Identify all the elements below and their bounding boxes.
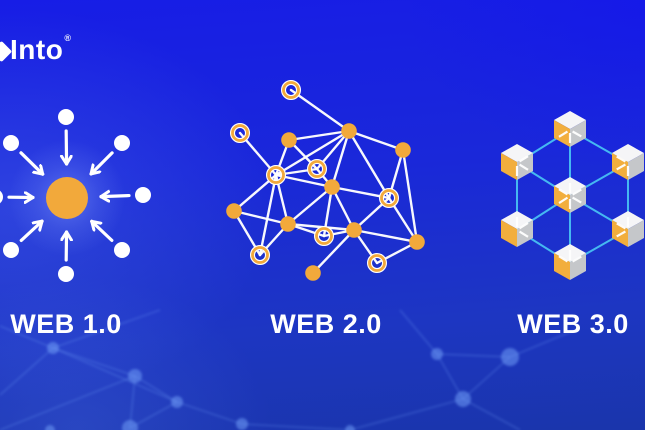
inward-arrow: [99, 196, 131, 197]
network-node-ring: [282, 81, 300, 99]
network-node-filled: [280, 216, 296, 232]
network-edge: [330, 129, 351, 189]
cube-connector-tick: [518, 222, 529, 230]
cube-connector-tick: [616, 222, 626, 230]
satellite-node: [114, 135, 130, 151]
web3-label: WEB 3.0: [517, 309, 629, 339]
network-edge: [232, 209, 290, 226]
cube-connector-tick: [558, 188, 569, 196]
plexus-dot: [128, 369, 142, 383]
network-node-ring: [267, 166, 285, 184]
network-edge: [289, 88, 351, 133]
plexus-dot: [45, 425, 55, 430]
cube-connector-tick: [572, 196, 582, 204]
network-edge: [287, 129, 351, 142]
plexus-dot: [122, 420, 138, 430]
satellite-node: [114, 242, 130, 258]
cube-connector-tick: [572, 130, 582, 138]
inward-arrow: [89, 151, 114, 176]
network-edge: [330, 185, 356, 232]
cube-connector-tick: [572, 255, 582, 263]
plexus-dot: [236, 418, 248, 430]
network-node-filled: [409, 234, 425, 250]
cube-connector-tick: [572, 188, 582, 196]
cube-connector-tick: [616, 163, 626, 171]
inward-arrow: [90, 219, 114, 242]
web1-centralized-hub-icon: [0, 109, 151, 282]
cube-connector-tick: [558, 196, 569, 204]
satellite-node: [135, 187, 151, 203]
satellite-node: [3, 242, 19, 258]
network-node-ring: [368, 254, 386, 272]
cube-connector-tick: [518, 163, 529, 171]
network-edge: [274, 129, 351, 177]
cube-connector-tick: [616, 155, 626, 163]
satellite-node: [0, 190, 3, 204]
satellite-node: [3, 135, 19, 151]
plexus-dot: [171, 396, 183, 408]
plexus-dot: [431, 348, 443, 360]
network-node-ring: [231, 124, 249, 142]
cube-connector-tick: [558, 255, 569, 263]
network-edge: [258, 173, 278, 257]
network-node-filled: [341, 123, 357, 139]
cube-connector-tick: [518, 155, 529, 163]
web2-label: WEB 2.0: [270, 309, 382, 339]
logo: Into®: [0, 33, 71, 67]
network-node-ring: [315, 227, 333, 245]
inward-arrow: [19, 219, 44, 243]
network-edge: [347, 129, 405, 152]
blockchain-cube-left: [501, 220, 517, 247]
plexus-dot: [501, 348, 519, 366]
cube-connector-tick: [616, 230, 626, 238]
cube-connector-tick: [518, 230, 529, 238]
hub-center-node: [46, 177, 88, 219]
satellite-node: [58, 109, 74, 125]
plexus-dot: [455, 391, 471, 407]
network-node-filled: [324, 179, 340, 195]
logo-text: Into: [10, 34, 64, 65]
network-node-filled: [226, 203, 242, 219]
blockchain-cube-right: [628, 153, 644, 180]
logo-registered-mark: ®: [64, 33, 71, 43]
blockchain-cube-right: [628, 220, 644, 247]
network-edge: [347, 129, 391, 200]
web2-mesh-network-icon: [226, 80, 425, 281]
plexus-dot: [345, 425, 355, 430]
network-node-filled: [281, 132, 297, 148]
cube-connector-tick: [558, 130, 569, 138]
satellite-node: [58, 266, 74, 282]
blockchain-cube-left: [554, 120, 570, 147]
network-edge: [352, 228, 419, 244]
web1-label: WEB 1.0: [10, 309, 122, 339]
inward-arrow: [19, 151, 45, 176]
network-node-filled: [346, 222, 362, 238]
network-edge: [311, 228, 356, 275]
network-node-ring: [251, 246, 269, 264]
plexus-dot: [47, 342, 59, 354]
network-edge: [286, 185, 334, 226]
network-node-ring: [380, 189, 398, 207]
network-node-filled: [395, 142, 411, 158]
network-edge: [401, 148, 419, 244]
network-node-ring: [308, 160, 326, 178]
network-node-filled: [305, 265, 321, 281]
background-plexus-network: [0, 309, 576, 430]
web3-blockchain-cubes-icon: [501, 111, 644, 280]
blockchain-cube-left: [501, 153, 517, 180]
